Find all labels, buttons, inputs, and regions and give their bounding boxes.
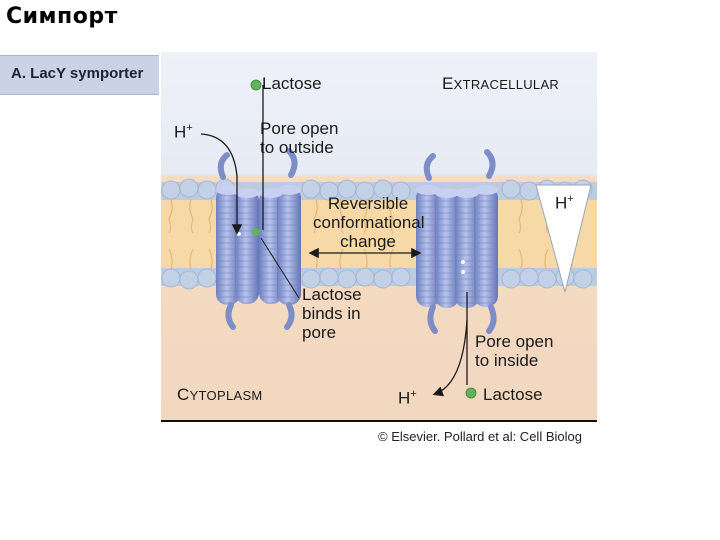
panel-label-text: A. LacY symporter — [11, 65, 144, 82]
figure-artwork — [161, 52, 597, 420]
transporter-outward-open — [216, 148, 301, 330]
label-h-plus-left: H+ — [174, 122, 193, 142]
figure-bottom-rule — [161, 420, 597, 422]
label-extracellular: EXTRACELLULAR — [442, 74, 560, 93]
label-lactose-top: Lactose — [262, 74, 322, 93]
figure-credit: © Elsevier. Pollard et al: Cell Biolog — [378, 429, 582, 444]
lactose-icon — [250, 79, 262, 91]
proton-gradient-wedge — [535, 184, 592, 293]
label-h-plus-bottom: H+ — [398, 388, 417, 408]
lactose-icon — [465, 387, 477, 399]
panel-label: A. LacY symporter — [0, 55, 159, 95]
label-lactose-bottom: Lactose — [483, 385, 543, 404]
label-h-plus-gradient: H+ — [555, 193, 574, 213]
label-cytoplasm: CYTOPLASM — [177, 385, 263, 404]
transporter-inward-open — [416, 149, 498, 334]
slide-title: Симпорт — [6, 4, 118, 29]
